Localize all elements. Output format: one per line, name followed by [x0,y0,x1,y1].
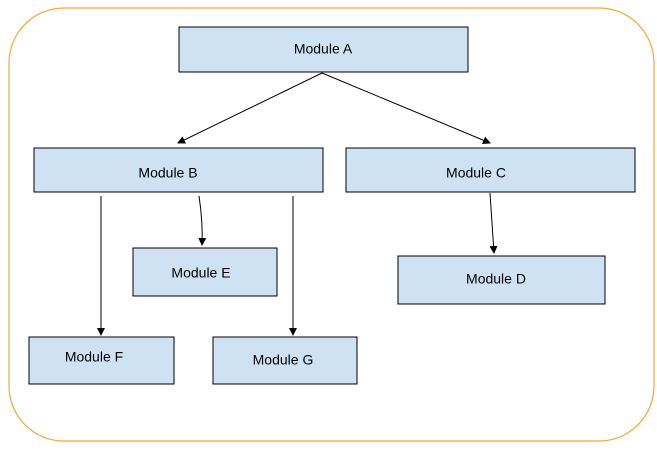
node-label: Module F [65,349,123,365]
outer-frame [8,7,655,442]
edge-a-b [177,72,323,144]
node-label: Module B [138,165,197,181]
node-label: Module A [294,41,353,57]
node-label: Module C [446,165,506,181]
node-module-d: Module D [397,255,606,305]
node-box [132,247,278,297]
node-box [33,147,324,193]
node-label: Module G [253,352,314,368]
node-label: Module E [171,265,230,281]
node-module-g: Module G [212,336,358,385]
edge-c-d [489,192,498,254]
node-box [28,336,175,385]
node-module-b: Module B [33,147,324,193]
edge-a-c [321,72,491,144]
node-box [397,255,606,305]
node-module-c: Module C [345,147,636,193]
node-box [212,336,358,385]
edge-b-e [198,195,207,246]
node-module-e: Module E [132,247,278,297]
node-module-a: Module A [178,26,469,73]
node-box [345,147,636,193]
edges-group [97,72,498,336]
node-label: Module D [466,271,526,287]
node-module-f: Module F [28,336,175,385]
node-box [178,26,469,73]
